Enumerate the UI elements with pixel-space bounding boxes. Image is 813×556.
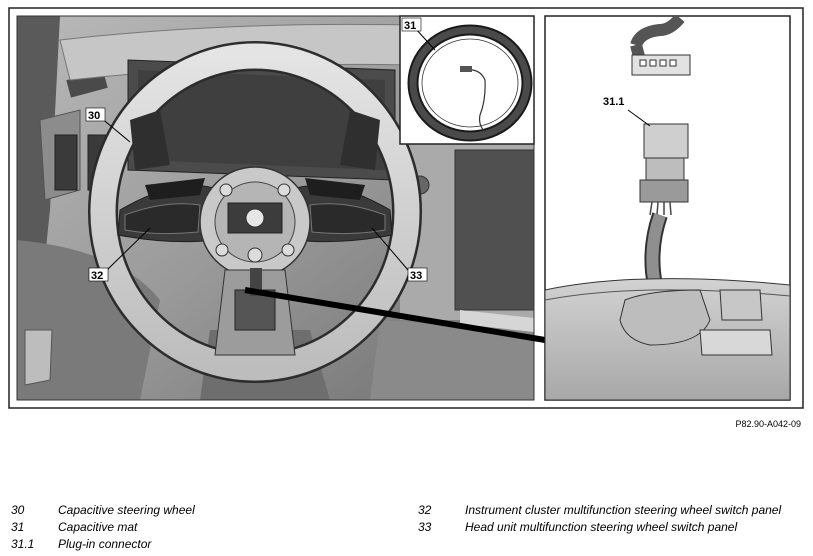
legend-item: 31 Capacitive mat: [11, 519, 195, 536]
legend-left: 30 Capacitive steering wheel 31 Capaciti…: [11, 502, 195, 553]
legend-text: Instrument cluster multifunction steerin…: [465, 503, 782, 517]
callout-30: 30: [88, 110, 100, 122]
switch-panel-right: [309, 203, 386, 235]
technical-illustration: 30 31 31.1 32 33: [8, 7, 804, 409]
main-view: [17, 16, 534, 400]
legend-number: 31: [11, 520, 25, 534]
legend-text: Head unit multifunction steering wheel s…: [465, 520, 738, 534]
legend-number: 33: [418, 520, 432, 534]
legend-item: 33 Head unit multifunction steering whee…: [418, 519, 781, 536]
legend-right: 32 Instrument cluster multifunction stee…: [418, 502, 781, 536]
legend-item: 30 Capacitive steering wheel: [11, 502, 195, 519]
legend-item: 32 Instrument cluster multifunction stee…: [418, 502, 781, 519]
callout-31: 31: [404, 20, 416, 32]
legend-number: 30: [11, 503, 25, 517]
figure-code: P82.90-A042-09: [735, 419, 801, 429]
capacitive-mat-inset: [399, 15, 535, 145]
legend-text: Plug-in connector: [58, 537, 152, 551]
capacitive-steering-wheel: [88, 41, 422, 383]
legend-number: 31.1: [11, 537, 35, 551]
legend-text: Capacitive mat: [58, 520, 138, 534]
plug-in-connector-detail: [544, 15, 791, 401]
legend-text: Capacitive steering wheel: [58, 503, 195, 517]
callout-32: 32: [91, 270, 103, 282]
switch-panel-left: [124, 203, 201, 235]
callout-33: 33: [410, 270, 422, 282]
legend-number: 32: [418, 503, 432, 517]
callout-31-1: 31.1: [603, 96, 624, 108]
legend-item: 31.1 Plug-in connector: [11, 536, 195, 553]
